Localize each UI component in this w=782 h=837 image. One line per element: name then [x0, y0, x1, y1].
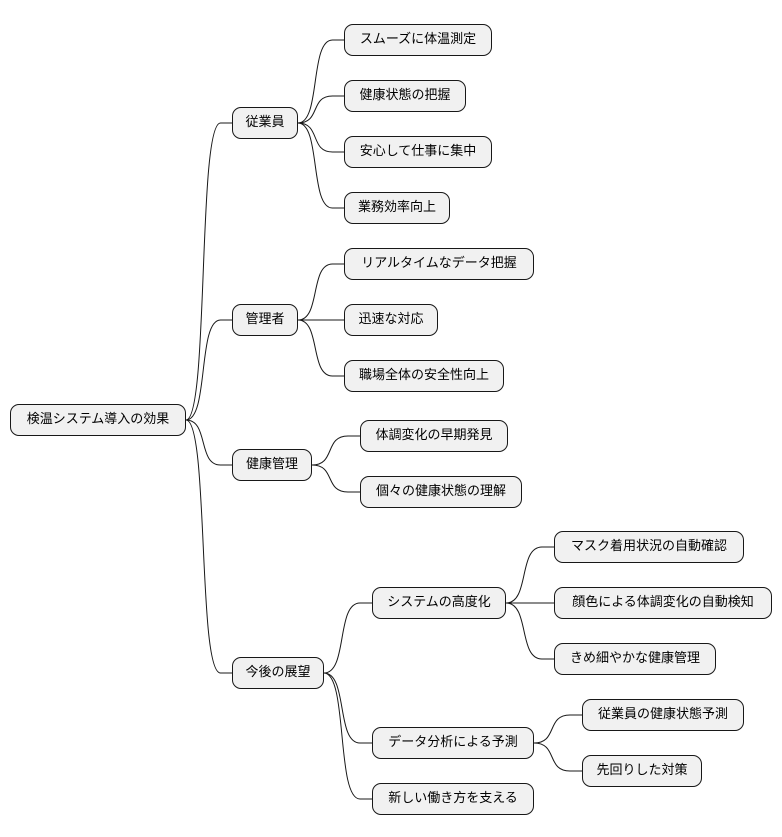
- connector-root-node-to-branch-future-outlook: [185, 419, 232, 674]
- connector-branch-future-outlook-to-sub-data-analysis-prediction: [323, 672, 372, 744]
- branch-employees[interactable]: 従業員: [232, 107, 298, 139]
- connector-sub-system-advancement-to-leaf-mask-detection: [505, 546, 554, 604]
- connector-branch-employees-to-leaf-work-efficiency: [297, 122, 344, 209]
- branch-health-management[interactable]: 健康管理: [232, 449, 312, 481]
- leaf-early-detection[interactable]: 体調変化の早期発見: [360, 420, 508, 452]
- leaf-mask-detection[interactable]: マスク着用状況の自動確認: [554, 531, 744, 563]
- leaf-health-status-grasp[interactable]: 健康状態の把握: [344, 80, 466, 112]
- connector-branch-managers-to-leaf-realtime-data: [297, 263, 344, 321]
- sub-new-work-styles[interactable]: 新しい働き方を支える: [372, 783, 534, 815]
- connector-root-node-to-branch-employees: [185, 122, 232, 421]
- root-node[interactable]: 検温システム導入の効果: [10, 404, 186, 436]
- branch-future-outlook[interactable]: 今後の展望: [232, 657, 324, 689]
- connector-sub-data-analysis-prediction-to-leaf-proactive-measures: [533, 742, 582, 772]
- connector-branch-employees-to-leaf-smooth-temperature-measurement: [297, 39, 344, 124]
- leaf-workplace-safety[interactable]: 職場全体の安全性向上: [344, 360, 504, 392]
- connector-branch-health-management-to-leaf-individual-health: [311, 464, 360, 493]
- leaf-detailed-health-management[interactable]: きめ細やかな健康管理: [554, 643, 716, 675]
- connector-branch-future-outlook-to-sub-system-advancement: [323, 602, 372, 674]
- leaf-work-efficiency[interactable]: 業務効率向上: [344, 192, 450, 224]
- connector-sub-system-advancement-to-leaf-detailed-health-management: [505, 602, 554, 660]
- branch-managers[interactable]: 管理者: [232, 304, 298, 336]
- leaf-employee-health-prediction[interactable]: 従業員の健康状態予測: [582, 699, 744, 731]
- sub-data-analysis-prediction[interactable]: データ分析による予測: [372, 727, 534, 759]
- connector-branch-future-outlook-to-sub-new-work-styles: [323, 672, 372, 800]
- leaf-realtime-data[interactable]: リアルタイムなデータ把握: [344, 248, 534, 280]
- leaf-face-color-detection[interactable]: 顔色による体調変化の自動検知: [554, 587, 772, 619]
- connector-branch-employees-to-leaf-focus-on-work: [297, 122, 344, 153]
- leaf-individual-health[interactable]: 個々の健康状態の理解: [360, 476, 522, 508]
- leaf-quick-response[interactable]: 迅速な対応: [344, 304, 438, 336]
- connector-branch-managers-to-leaf-workplace-safety: [297, 319, 344, 377]
- connector-root-node-to-branch-health-management: [185, 419, 232, 466]
- connector-branch-employees-to-leaf-health-status-grasp: [297, 95, 344, 124]
- connector-sub-data-analysis-prediction-to-leaf-employee-health-prediction: [533, 714, 582, 744]
- leaf-proactive-measures[interactable]: 先回りした対策: [582, 755, 702, 787]
- connector-branch-health-management-to-leaf-early-detection: [311, 435, 360, 466]
- leaf-smooth-temperature-measurement[interactable]: スムーズに体温測定: [344, 24, 492, 56]
- connector-root-node-to-branch-managers: [185, 319, 232, 421]
- sub-system-advancement[interactable]: システムの高度化: [372, 587, 506, 619]
- leaf-focus-on-work[interactable]: 安心して仕事に集中: [344, 136, 492, 168]
